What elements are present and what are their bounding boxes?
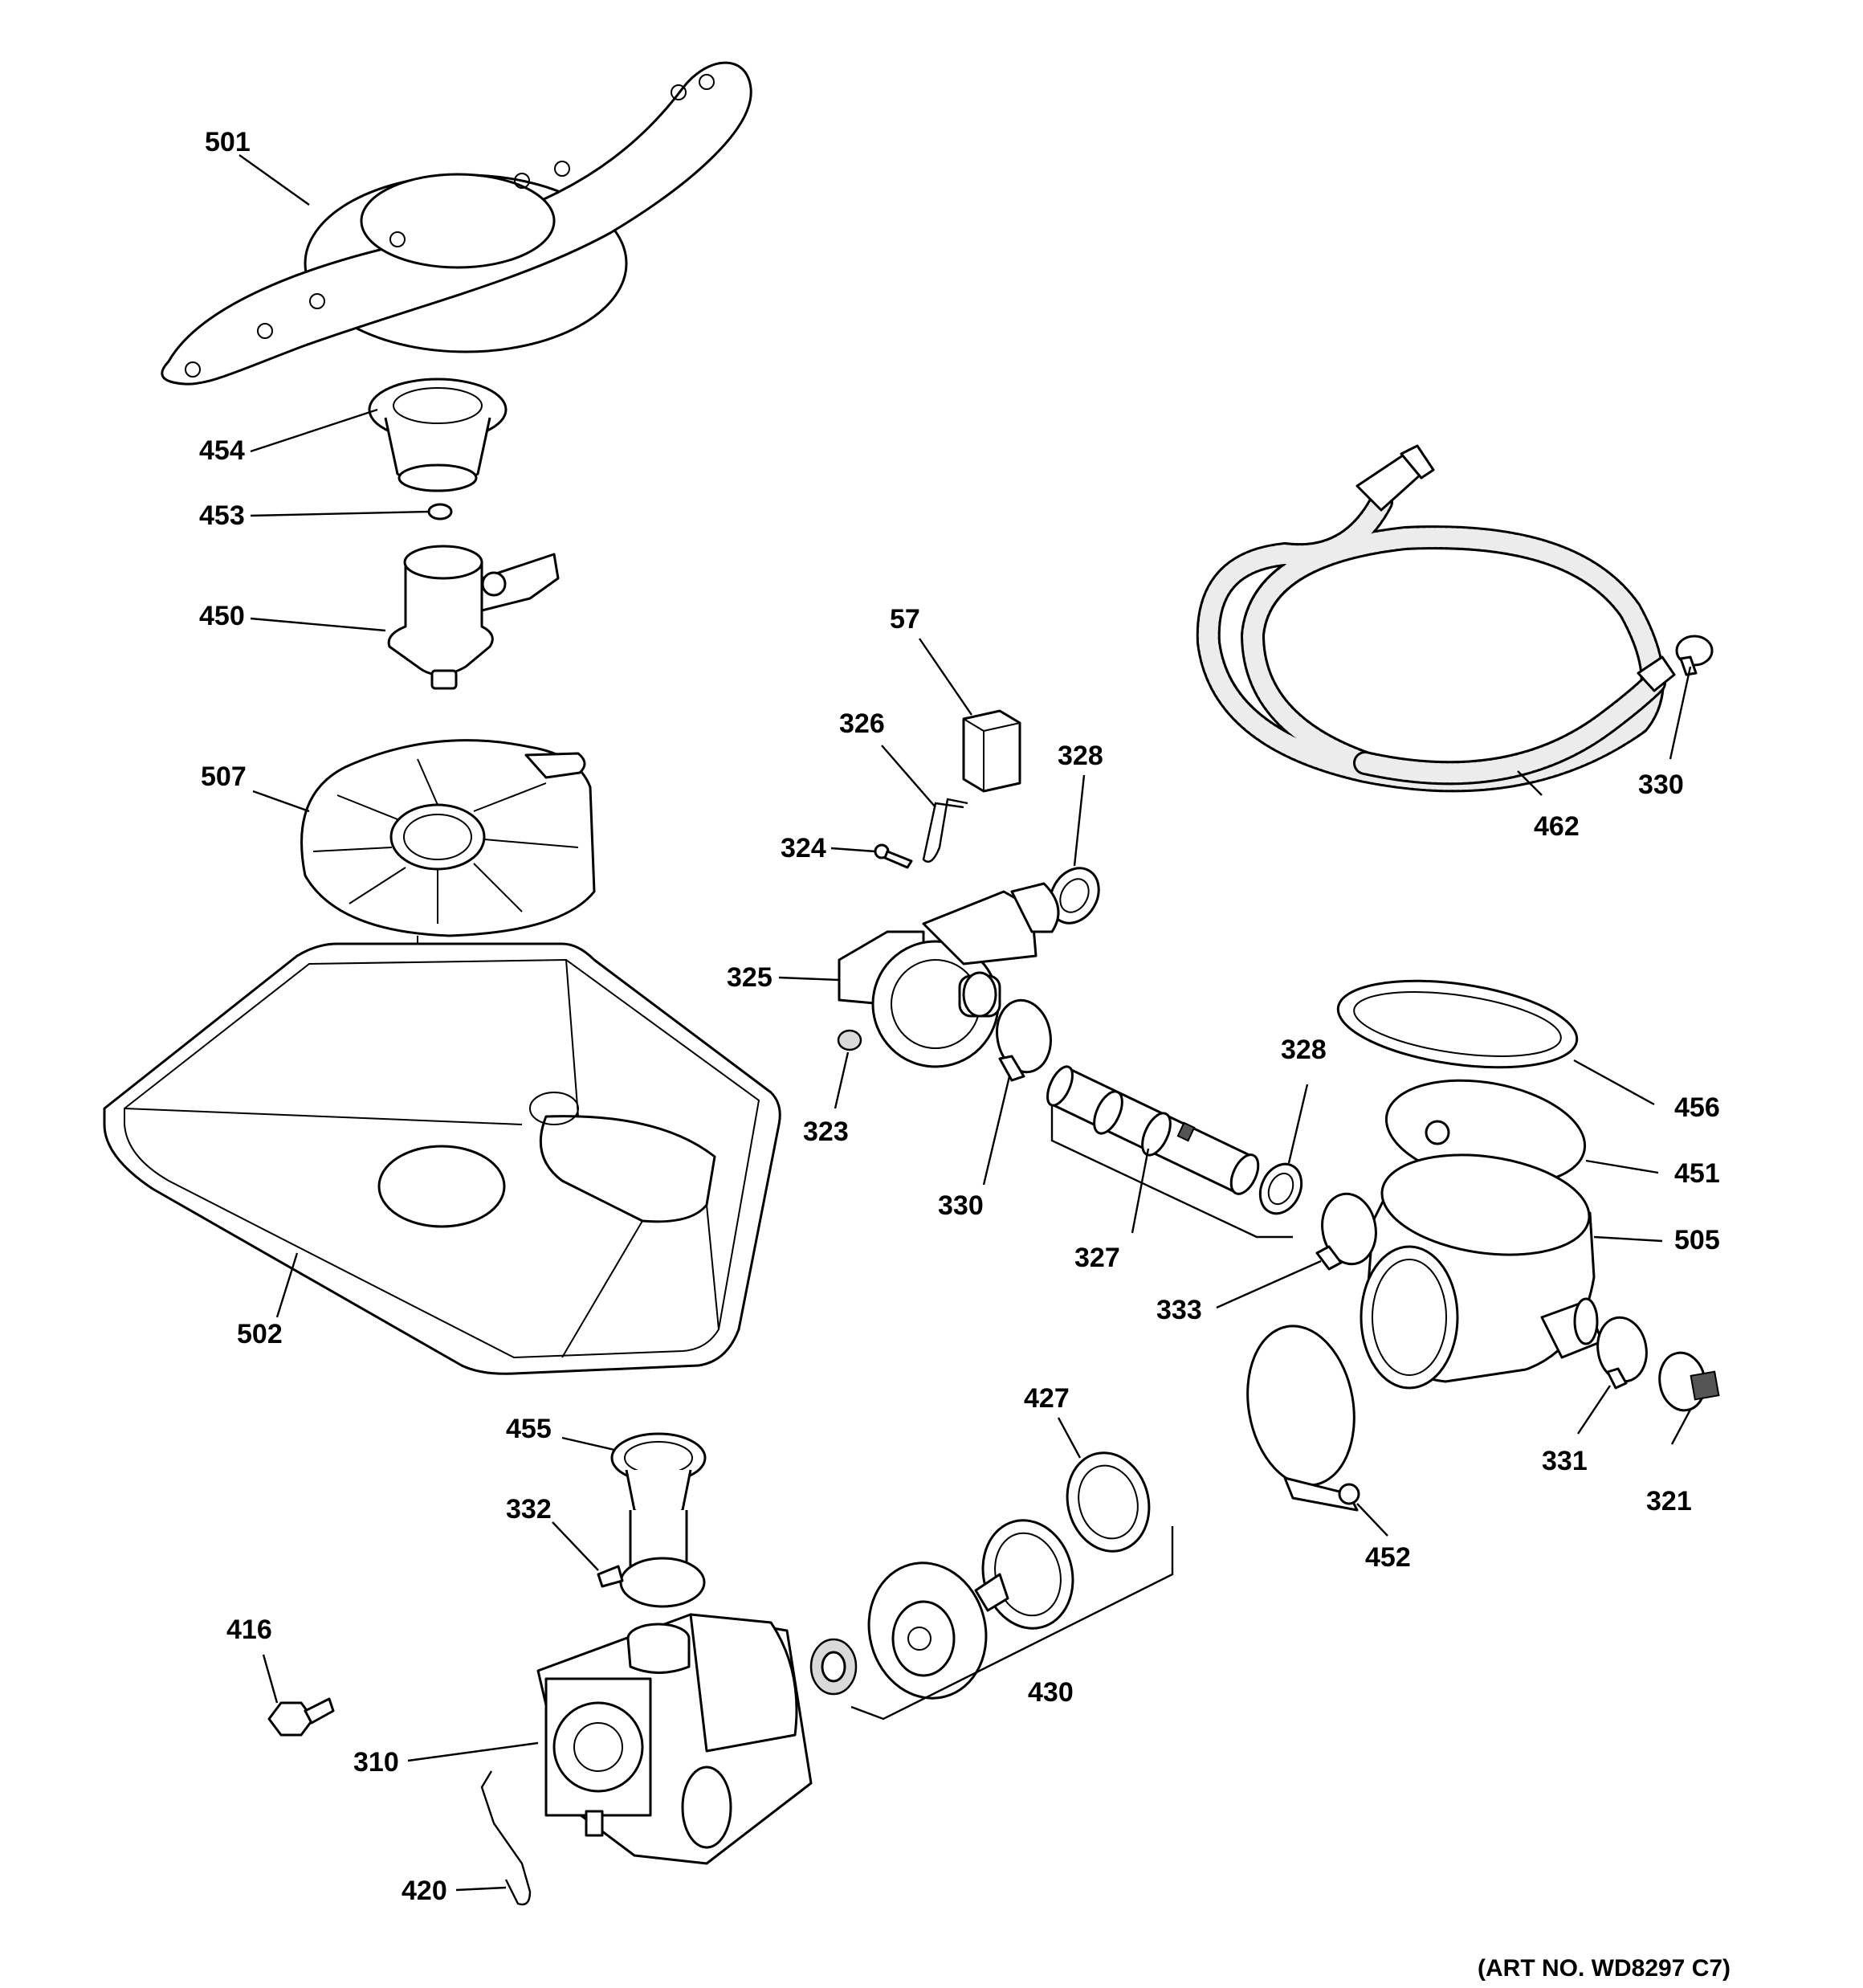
callout-451: 451 bbox=[1674, 1158, 1720, 1189]
callout-331: 331 bbox=[1542, 1446, 1588, 1476]
part-453-o-ring bbox=[427, 503, 453, 520]
part-420-wire-clip bbox=[480, 1770, 532, 1906]
part-324-screw bbox=[874, 843, 913, 869]
part-326-wire-clip bbox=[922, 798, 968, 863]
part-450-manifold bbox=[387, 545, 560, 690]
part-321-sensor bbox=[1658, 1351, 1720, 1412]
part-502-sump-cover bbox=[103, 942, 781, 1375]
part-456-seal bbox=[1336, 979, 1579, 1069]
part-323-grommet bbox=[837, 1029, 862, 1051]
part-330-clamp-top bbox=[1675, 635, 1714, 676]
callout-416: 416 bbox=[226, 1614, 272, 1645]
part-310-pump-motor bbox=[536, 1613, 813, 1865]
callout-420: 420 bbox=[402, 1876, 447, 1906]
part-333-clamp bbox=[1315, 1192, 1377, 1271]
callout-452: 452 bbox=[1365, 1542, 1411, 1573]
part-455-seal bbox=[610, 1432, 707, 1582]
part-325-drain-pump bbox=[838, 882, 1060, 1068]
part-507-filter bbox=[300, 739, 596, 956]
part-427-ring bbox=[1066, 1451, 1151, 1553]
callout-324: 324 bbox=[781, 833, 826, 863]
part-328-gasket-lower bbox=[1258, 1162, 1303, 1215]
part-454-spray-arm-mount bbox=[368, 378, 508, 492]
part-327-drain-adapter bbox=[1046, 1065, 1293, 1239]
callout-430: 430 bbox=[1028, 1677, 1074, 1708]
callout-321: 321 bbox=[1646, 1486, 1692, 1517]
part-57-block bbox=[962, 709, 1021, 793]
callout-325: 325 bbox=[727, 962, 773, 993]
callout-455: 455 bbox=[506, 1414, 552, 1444]
callout-330-middle: 330 bbox=[938, 1190, 984, 1221]
callout-454: 454 bbox=[199, 435, 245, 466]
callout-450: 450 bbox=[199, 601, 245, 631]
callout-332: 332 bbox=[506, 1494, 552, 1525]
callout-330-top: 330 bbox=[1638, 769, 1684, 800]
callout-456: 456 bbox=[1674, 1092, 1720, 1123]
callout-310: 310 bbox=[353, 1747, 399, 1778]
callout-505: 505 bbox=[1674, 1225, 1720, 1255]
part-331-clamp bbox=[1596, 1316, 1648, 1390]
art-number: (ART NO. WD8297 C7) bbox=[1478, 1955, 1731, 1982]
part-332-clamp bbox=[597, 1557, 706, 1608]
callout-323: 323 bbox=[803, 1116, 849, 1147]
part-416-bolt bbox=[267, 1697, 335, 1737]
callout-328-lower: 328 bbox=[1281, 1035, 1327, 1065]
part-505-sump bbox=[1360, 1153, 1604, 1390]
callout-57: 57 bbox=[890, 604, 920, 635]
part-330-clamp-middle bbox=[996, 998, 1052, 1082]
part-328-gasket-top bbox=[1049, 867, 1100, 925]
callout-501: 501 bbox=[205, 127, 251, 157]
callout-453: 453 bbox=[199, 500, 245, 531]
callout-333: 333 bbox=[1156, 1295, 1202, 1325]
part-462-drain-hose bbox=[1196, 444, 1676, 793]
callout-labels: 501 454 453 450 507 502 57 326 328 324 3… bbox=[199, 127, 1731, 1982]
callout-462: 462 bbox=[1534, 811, 1580, 842]
callout-502: 502 bbox=[237, 1319, 283, 1349]
callout-328-top: 328 bbox=[1058, 741, 1103, 771]
part-501-upper-spray-arm bbox=[161, 61, 752, 386]
part-430-impeller-assembly bbox=[809, 1519, 1174, 1721]
leader-lines bbox=[238, 154, 1692, 1892]
callout-507: 507 bbox=[201, 761, 247, 792]
callout-327: 327 bbox=[1074, 1243, 1120, 1273]
part-452-large-clamp bbox=[1246, 1325, 1360, 1512]
callout-326: 326 bbox=[839, 708, 885, 739]
callout-427: 427 bbox=[1024, 1383, 1070, 1414]
